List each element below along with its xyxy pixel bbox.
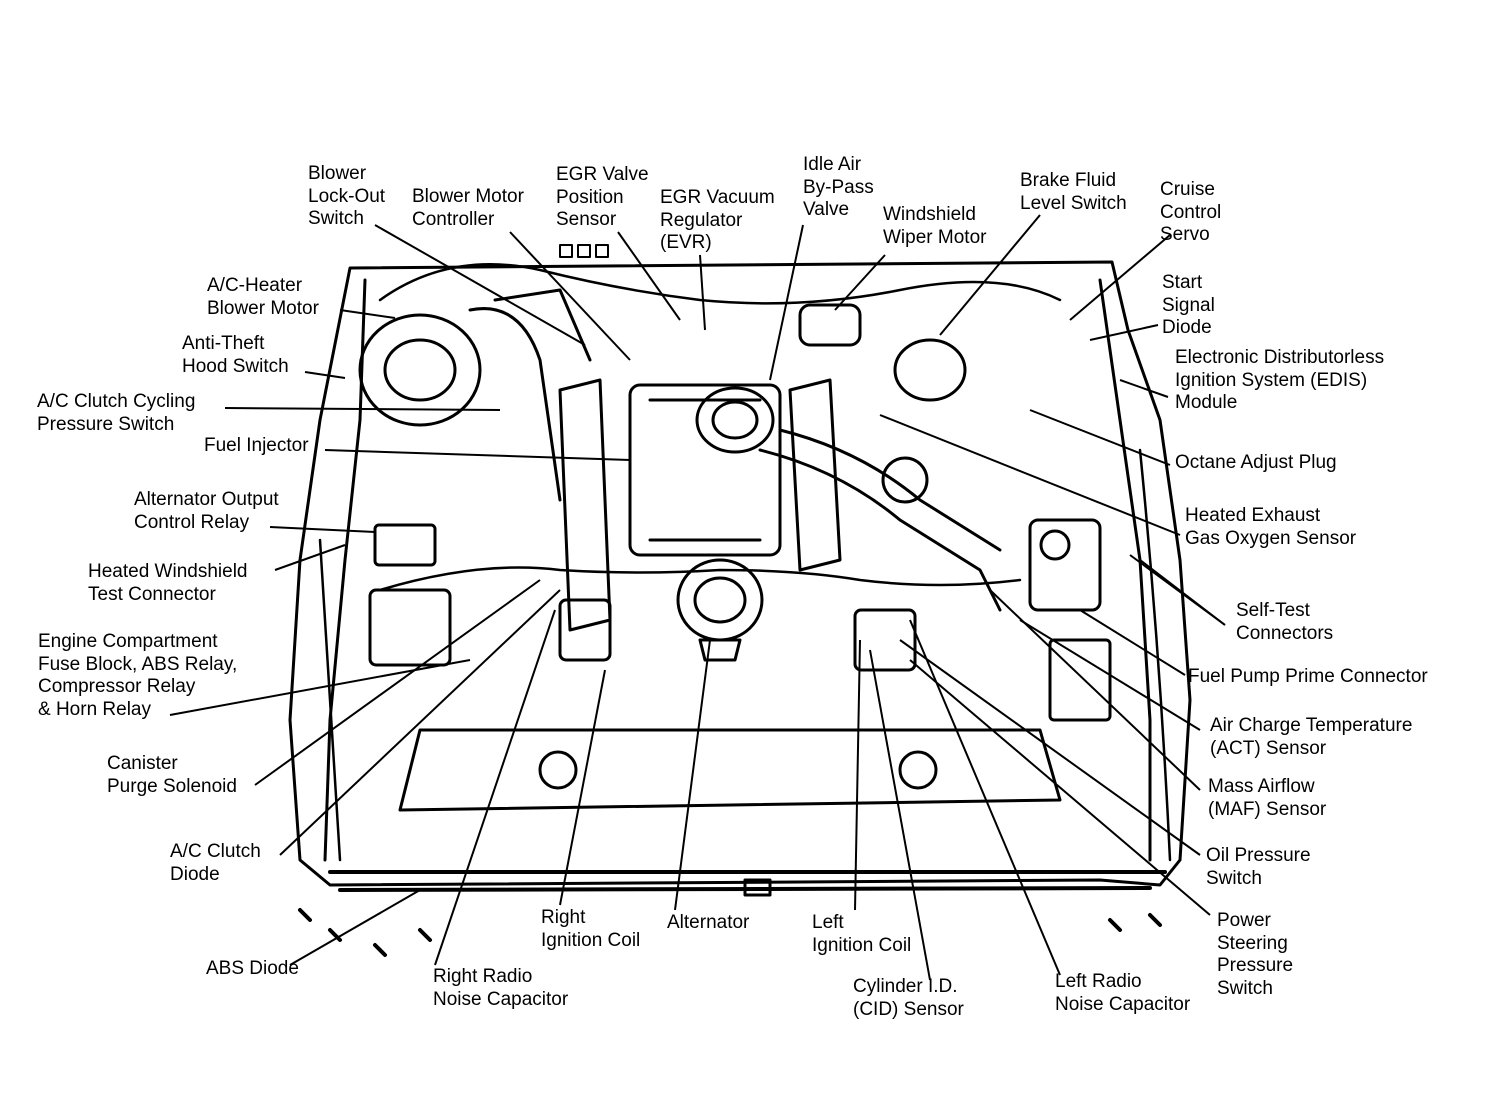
- label-right-radio-noise-capacitor: Right Radio Noise Capacitor: [433, 966, 569, 1010]
- label-egr-vacuum-regulator: EGR Vacuum Regulator (EVR): [660, 187, 775, 253]
- left-valve-cover: [788, 378, 842, 572]
- label-fuel-pump-prime-connector: Fuel Pump Prime Connector: [1188, 666, 1428, 687]
- label-windshield-wiper-motor: Windshield Wiper Motor: [883, 204, 987, 248]
- brake-master: [893, 338, 967, 402]
- label-alternator: Alternator: [667, 912, 750, 933]
- label-engine-compartment-fuse-block: Engine Compartment Fuse Block, ABS Relay…: [38, 631, 238, 720]
- label-cylinder-id-sensor: Cylinder I.D. (CID) Sensor: [853, 976, 964, 1020]
- fuse-block-body: [368, 588, 452, 667]
- left-ignition-coil-body: [853, 608, 917, 672]
- label-edis-module: Electronic Distributorless Ignition Syst…: [1175, 347, 1385, 413]
- label-canister-purge-solenoid: Canister Purge Solenoid: [107, 753, 237, 797]
- intake-plenum: [628, 383, 782, 557]
- label-ac-clutch-diode: A/C Clutch Diode: [170, 841, 261, 885]
- label-alternator-output-control-relay: Alternator Output Control Relay: [134, 489, 279, 533]
- intake-tube: [758, 448, 1002, 612]
- label-abs-diode: ABS Diode: [206, 958, 299, 979]
- wiring-harness: [378, 263, 1062, 305]
- left-fender: [323, 278, 367, 862]
- label-power-steering-pressure-switch: Power Steering Pressure Switch: [1217, 910, 1294, 999]
- right-ignition-coil-body: [558, 598, 612, 662]
- label-heated-windshield-test-connector: Heated Windshield Test Connector: [88, 561, 248, 605]
- label-left-ignition-coil: Left Ignition Coil: [812, 912, 912, 956]
- label-egr-valve-position-sensor: EGR Valve Position Sensor: [556, 164, 649, 230]
- label-air-charge-temperature-sensor: Air Charge Temperature (ACT) Sensor: [1210, 715, 1413, 759]
- label-anti-theft-hood-switch: Anti-Theft Hood Switch: [182, 333, 289, 377]
- label-ac-heater-blower-motor: A/C-Heater Blower Motor: [207, 275, 319, 319]
- label-idle-air-bypass-valve: Idle Air By-Pass Valve: [803, 154, 874, 220]
- label-ac-clutch-cycling-pressure-switch: A/C Clutch Cycling Pressure Switch: [37, 391, 196, 435]
- air-cleaner: [1028, 518, 1102, 612]
- label-right-ignition-coil: Right Ignition Coil: [541, 907, 641, 951]
- label-octane-adjust-plug: Octane Adjust Plug: [1175, 452, 1337, 473]
- engine-bay-outline: [288, 260, 1192, 887]
- front-crossmember: [398, 728, 1062, 812]
- label-self-test-connectors: Self-Test Connectors: [1236, 600, 1334, 644]
- throttle-body: [695, 386, 775, 454]
- right-valve-cover: [558, 378, 612, 632]
- label-fuel-injector: Fuel Injector: [204, 435, 309, 456]
- blower-motor-housing: [358, 313, 482, 427]
- label-start-signal-diode: Start Signal Diode: [1162, 272, 1215, 338]
- relay-body: [373, 523, 437, 567]
- label-oil-pressure-switch: Oil Pressure Switch: [1206, 845, 1311, 889]
- label-blower-motor-controller: Blower Motor Controller: [412, 186, 524, 230]
- label-cruise-control-servo: Cruise Control Servo: [1160, 179, 1222, 245]
- label-blower-lockout-switch: Blower Lock-Out Switch: [308, 163, 386, 229]
- label-left-radio-noise-capacitor: Left Radio Noise Capacitor: [1055, 971, 1191, 1015]
- label-heated-exhaust-gas-oxygen-sensor: Heated Exhaust Gas Oxygen Sensor: [1185, 505, 1357, 549]
- label-mass-airflow-sensor: Mass Airflow (MAF) Sensor: [1208, 776, 1327, 820]
- air-duct: [468, 307, 562, 502]
- label-brake-fluid-level-switch: Brake Fluid Level Switch: [1020, 170, 1127, 214]
